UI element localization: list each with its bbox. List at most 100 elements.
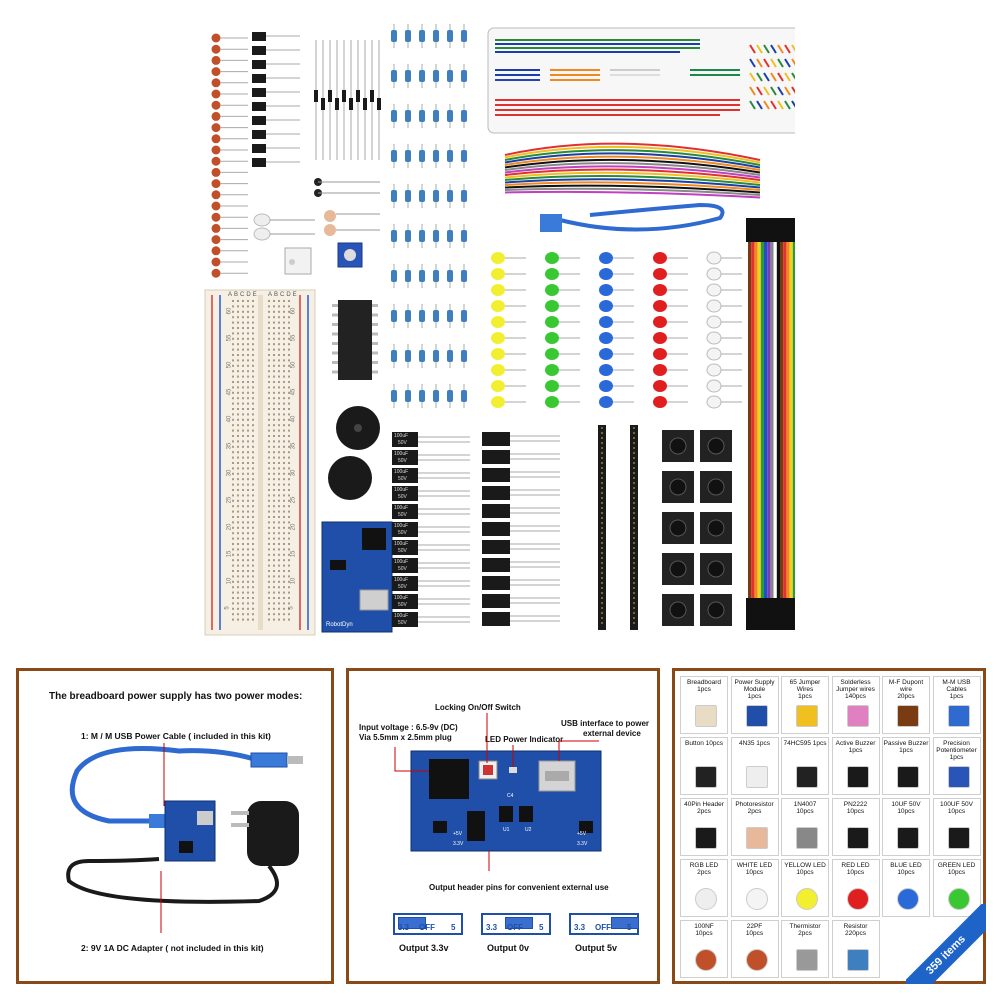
item-image — [745, 766, 768, 788]
rainbow-ribbon-cable — [746, 218, 812, 630]
item-image — [796, 705, 818, 727]
label-input-plug: Via 5.5mm x 2.5mm plug — [359, 733, 452, 742]
item-image — [947, 888, 970, 910]
item-qty: 10pcs — [796, 869, 814, 876]
switch-label-left: 3.3 — [574, 923, 586, 932]
capacitor-label: 100uF — [394, 451, 409, 457]
breadboard-number: 35 — [290, 442, 297, 450]
item-qty: 1pcs — [798, 693, 812, 700]
switch-knob — [611, 917, 639, 929]
item-qty: 2pcs — [798, 930, 812, 937]
pin-headers — [598, 425, 638, 630]
panel-power-modes: The breadboard power supply has two powe… — [16, 668, 334, 984]
capacitor-voltage: 50V — [398, 512, 407, 518]
switch-knob — [505, 917, 533, 929]
item-name: PN2222 — [843, 801, 868, 808]
capacitor-label: 100uF — [394, 595, 409, 601]
item-image — [897, 827, 919, 849]
item-qty: 10pcs — [947, 869, 966, 876]
item-image — [947, 766, 970, 788]
capacitor-label: 100uF — [394, 469, 409, 475]
push-buttons — [662, 430, 732, 626]
item-name: GREEN LED — [937, 862, 976, 869]
item-name: Photoresistor — [735, 801, 774, 808]
optocoupler — [284, 247, 312, 275]
contents-item: 74HC595 1pcs — [781, 737, 829, 795]
transistors — [252, 32, 300, 167]
item-name: M-M USB Cables — [942, 679, 971, 693]
breadboard-number: 25 — [290, 496, 297, 504]
capacitor-voltage: 50V — [398, 602, 407, 608]
breadboard-number: 60 — [290, 307, 297, 315]
item-qty: 1pcs — [848, 747, 863, 754]
item-qty: 10pcs — [745, 869, 764, 876]
label-usb-interface-2: external device — [583, 729, 641, 738]
output-caption: Output 5v — [575, 943, 617, 953]
switch-label-left: 3.3 — [398, 923, 410, 932]
item-image — [745, 949, 768, 971]
item-qty: 1pcs — [747, 693, 762, 700]
item-image — [745, 827, 768, 849]
item-name: 100NF — [694, 923, 714, 930]
pcb-label: +5V — [453, 831, 463, 837]
item-qty: 10pcs — [897, 869, 915, 876]
breadboard-number: 50 — [290, 361, 297, 369]
item-image — [695, 827, 717, 849]
item-qty: 1pcs — [899, 747, 913, 754]
panel2-pcb-diagram — [394, 713, 602, 871]
item-image — [796, 888, 818, 910]
breadboard-number: 40 — [290, 415, 297, 423]
item-name: 40Pin Header — [684, 801, 724, 808]
item-image — [947, 827, 970, 849]
item-image — [846, 705, 869, 727]
capacitor-label: 100uF — [394, 577, 409, 583]
capacitor-label: 100uF — [394, 523, 409, 529]
output-caption: Output 3.3v — [399, 943, 449, 953]
item-qty: 2pcs — [747, 808, 762, 815]
resistors — [391, 24, 467, 408]
item-name: Precision Potentiometer — [936, 740, 977, 754]
item-image — [897, 766, 919, 788]
power-supply-module — [321, 521, 393, 633]
item-qty: 10pcs — [846, 808, 865, 815]
contents-item: Solderless Jumper wires 140pcs — [831, 676, 880, 734]
item-name: Power Supply Module — [734, 679, 775, 693]
breadboard-number: 60 — [226, 307, 233, 315]
item-image — [695, 705, 717, 727]
item-qty: 10pcs — [695, 930, 713, 937]
item-name: Button 10pcs — [685, 740, 723, 747]
capacitor-voltage: 50V — [398, 566, 407, 572]
switch-label-mid: OFF — [595, 923, 611, 932]
item-qty: 20pcs — [897, 693, 915, 700]
breadboard-number: 10 — [290, 577, 297, 585]
breadboard-number: 55 — [290, 334, 297, 342]
capacitor-label: 100uF — [394, 487, 409, 493]
item-name: 65 Jumper Wires — [789, 679, 821, 693]
pcb-label: C4 — [507, 793, 514, 799]
breadboard-number: 20 — [226, 523, 233, 531]
pcb-label: +5V — [577, 831, 587, 837]
switch-label-mid: OFF — [419, 923, 435, 932]
usb-cable — [540, 202, 725, 232]
capacitor-voltage: 50V — [398, 476, 407, 482]
item-name: 1N4007 — [793, 801, 817, 808]
breadboard-number: 15 — [226, 550, 233, 558]
panel1-dc-adapter — [247, 801, 299, 866]
thermistors — [314, 178, 380, 236]
capacitor-voltage: 50V — [398, 494, 407, 500]
pcb-label: 3.3V — [577, 841, 588, 847]
output-switch-0: 3.3 OFF 5 — [393, 913, 463, 935]
